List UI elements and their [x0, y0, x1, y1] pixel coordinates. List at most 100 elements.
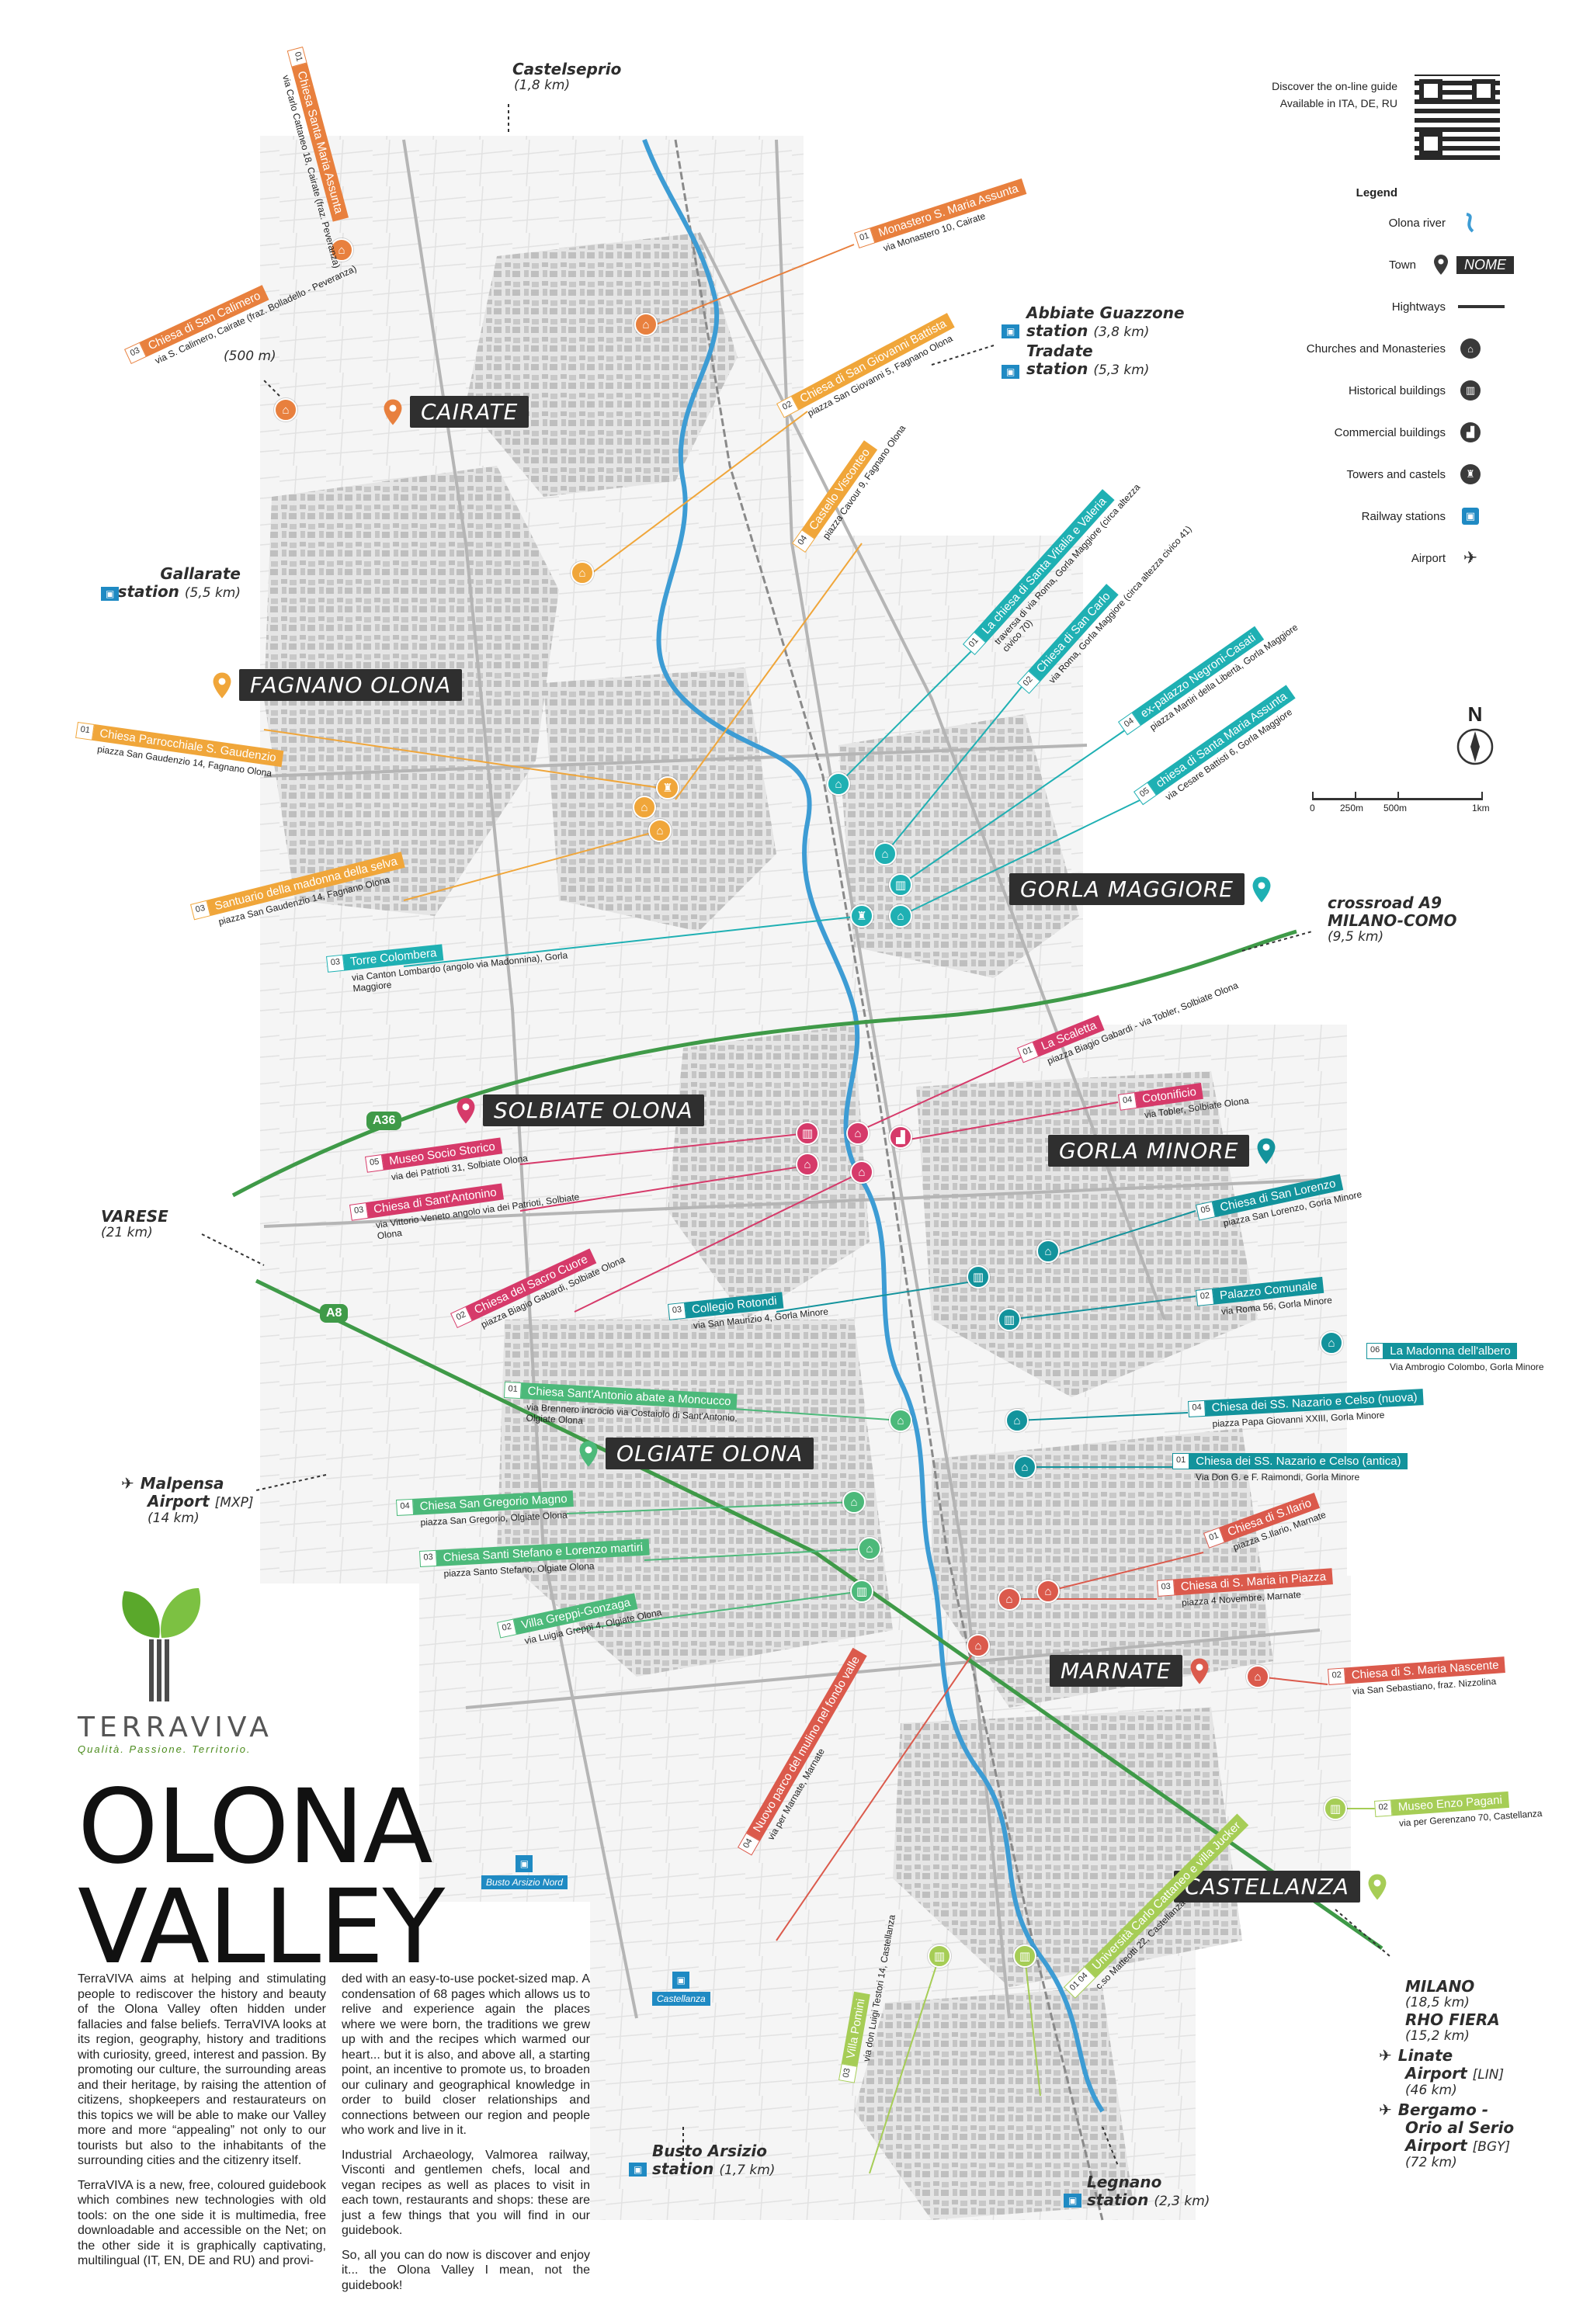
intro-col-1: TerraVIVA aims at helping and stimulatin… [78, 1972, 326, 2278]
legend-label: Olona river [1388, 216, 1446, 230]
town-olgiate[interactable]: OLGIATE OLONA [578, 1438, 814, 1469]
train-icon: ▣ [672, 1972, 690, 1989]
legend-row-tower: Towers and castels ♜ [1188, 462, 1514, 487]
poi-marker-icon[interactable]: ⌂ [850, 1160, 873, 1184]
town-pin-icon [384, 398, 402, 425]
poi-marker-icon[interactable]: ⌂ [1013, 1455, 1036, 1479]
poi-marker-icon[interactable]: ⌂ [330, 238, 353, 262]
town-cairate[interactable]: CAIRATE [382, 396, 529, 428]
poi-marker-icon[interactable]: ⌂ [633, 796, 656, 819]
dest-busto: Busto Arsizio station (1,7 km) [652, 2142, 776, 2178]
compass-rose-icon [1456, 728, 1494, 765]
poi-number: 01 [75, 722, 95, 741]
town-name: CAIRATE [410, 396, 529, 428]
dest-malpensa: ✈Malpensa Airport [MXP] (14 km) [121, 1474, 254, 1526]
station-castellanza[interactable]: ▣ Castellanza [652, 1972, 710, 2006]
poi-marker-icon[interactable]: ▥ [796, 1122, 819, 1145]
dest-abbiate: Abbiate Guazzone station (3,8 km) Tradat… [1026, 304, 1185, 378]
town-name: GORLA MINORE [1048, 1135, 1250, 1167]
town-gorla-maggiore[interactable]: GORLA MAGGIORE [1009, 873, 1272, 905]
legend-town-badge: NOME [1456, 255, 1514, 274]
dest-gallarate: Gallarate station (5,5 km) [117, 564, 241, 601]
poi-marker-icon[interactable]: ⌂ [998, 1587, 1021, 1611]
legend-row-commercial: Commercial buildings ▟ [1188, 420, 1514, 445]
town-pin-icon [1257, 1137, 1276, 1164]
poi-marker-icon[interactable]: ⌂ [967, 1634, 990, 1657]
poi-marker-icon[interactable]: ⌂ [1036, 1580, 1060, 1603]
town-castellanza[interactable]: CASTELLANZA [1174, 1871, 1388, 1903]
poi-name: La Madonna dell'albero [1383, 1343, 1517, 1359]
qr-code[interactable] [1415, 75, 1500, 160]
poi-number: 01 [1172, 1453, 1190, 1469]
intro-paragraph: TerraVIVA aims at helping and stimulatin… [78, 1972, 326, 2168]
guide-line-1: Discover the on-line guide [1272, 80, 1397, 92]
intro-paragraph: ded with an easy-to-use pocket-sized map… [342, 1972, 590, 2138]
town-gorla-minore[interactable]: GORLA MINORE [1048, 1135, 1277, 1167]
legend-label: Historical buildings [1348, 383, 1446, 397]
poi-marker-icon[interactable]: ▥ [928, 1944, 951, 1968]
dest-milano: MILANO (18,5 km) RHO FIERA (15,2 km) ✈Li… [1379, 1977, 1515, 2170]
poi-marker-icon[interactable]: ▥ [998, 1308, 1021, 1331]
poi-marker-icon[interactable]: ▥ [967, 1265, 990, 1289]
poi-marker-icon[interactable]: ⌂ [1320, 1331, 1343, 1355]
poi-marker-icon[interactable]: ⌂ [842, 1490, 866, 1514]
guide-line-2: Available in ITA, DE, RU [1279, 97, 1397, 110]
poi-address: Via Ambrogio Colombo, Gorla Minore [1390, 1361, 1544, 1372]
church-icon: ⌂ [1460, 338, 1481, 359]
compass: N [1452, 702, 1498, 771]
poi-marker-icon[interactable]: ⌂ [846, 1122, 870, 1145]
highway-a36 [231, 929, 1297, 1198]
scale-bar: 0 250m 500m 1km [1310, 792, 1491, 815]
town-pin-icon [213, 671, 231, 699]
poi-marker-icon[interactable]: ⌂ [571, 561, 594, 584]
poi-marker-icon[interactable]: ⌂ [648, 819, 672, 842]
hero-title: OLONA VALLEY [78, 1776, 445, 1988]
poi-marker-icon[interactable]: ⌂ [634, 313, 658, 336]
poi-marker-icon[interactable]: ▥ [889, 873, 912, 897]
intro-paragraph: TerraVIVA is a new, free, coloured guide… [78, 2178, 326, 2268]
legend-label: Commercial buildings [1334, 425, 1446, 439]
poi-marker-icon[interactable]: ⌂ [827, 772, 850, 796]
poi-marker-icon[interactable]: ⌂ [889, 1409, 912, 1432]
poi-marker-icon[interactable]: ⌂ [796, 1153, 819, 1176]
poi-marker-icon[interactable]: ▥ [1324, 1797, 1347, 1820]
poi-number: 04 [1118, 1091, 1137, 1111]
airplane-icon: ✈ [1379, 2100, 1392, 2120]
town-name: GORLA MAGGIORE [1009, 873, 1245, 905]
poi-number: 02 [1374, 1799, 1393, 1817]
poi-number: 02 [1328, 1667, 1346, 1685]
hero-title-line2: VALLEY [78, 1868, 445, 1988]
intro-paragraph: So, all you can do now is discover and e… [342, 2248, 590, 2292]
poi-marker-icon[interactable]: ⌂ [889, 904, 912, 928]
poi-marker-icon[interactable]: ▥ [1013, 1944, 1036, 1968]
poi-marker-icon[interactable]: ♜ [656, 776, 679, 800]
poi-number: 03 [1157, 1579, 1175, 1597]
train-icon: ▣ [101, 587, 120, 601]
legend-row-town: Town NOME [1188, 252, 1514, 277]
town-marnate[interactable]: MARNATE [1050, 1655, 1210, 1687]
town-name: CASTELLANZA [1174, 1871, 1360, 1903]
poi-marker-icon[interactable]: ⌂ [1246, 1665, 1269, 1688]
poi-marker-icon[interactable]: ⌂ [873, 842, 897, 865]
town-fagnano[interactable]: FAGNANO OLONA [211, 669, 463, 701]
poi-marker-icon[interactable]: ⌂ [274, 398, 297, 421]
legend-label: Railway stations [1361, 509, 1446, 523]
poi-marker-icon[interactable]: ▥ [850, 1580, 873, 1603]
highway-badge-a36: A36 [366, 1112, 402, 1130]
poi-marker-icon[interactable]: ⌂ [1036, 1240, 1060, 1263]
town-name: OLGIATE OLONA [606, 1438, 814, 1469]
poi-marker-icon[interactable]: ⌂ [858, 1537, 881, 1560]
historical-building-icon: ▥ [1460, 380, 1481, 401]
legend-row-river: Olona river [1188, 210, 1514, 235]
poi-marker-icon[interactable]: ⌂ [1005, 1409, 1029, 1432]
town-name: FAGNANO OLONA [239, 669, 463, 701]
olona-river [642, 138, 1105, 2113]
town-solbiate[interactable]: SOLBIATE OLONA [455, 1094, 704, 1126]
poi-marker-icon[interactable]: ♜ [850, 904, 873, 928]
intro-paragraph: Industrial Archaeology, Valmorea railway… [342, 2148, 590, 2238]
brand-name: TERRAVIVA [78, 1712, 273, 1743]
poi-marker-icon[interactable]: ▟ [889, 1126, 912, 1149]
station-busto-nord[interactable]: ▣ Busto Arsizio Nord [481, 1855, 568, 1889]
